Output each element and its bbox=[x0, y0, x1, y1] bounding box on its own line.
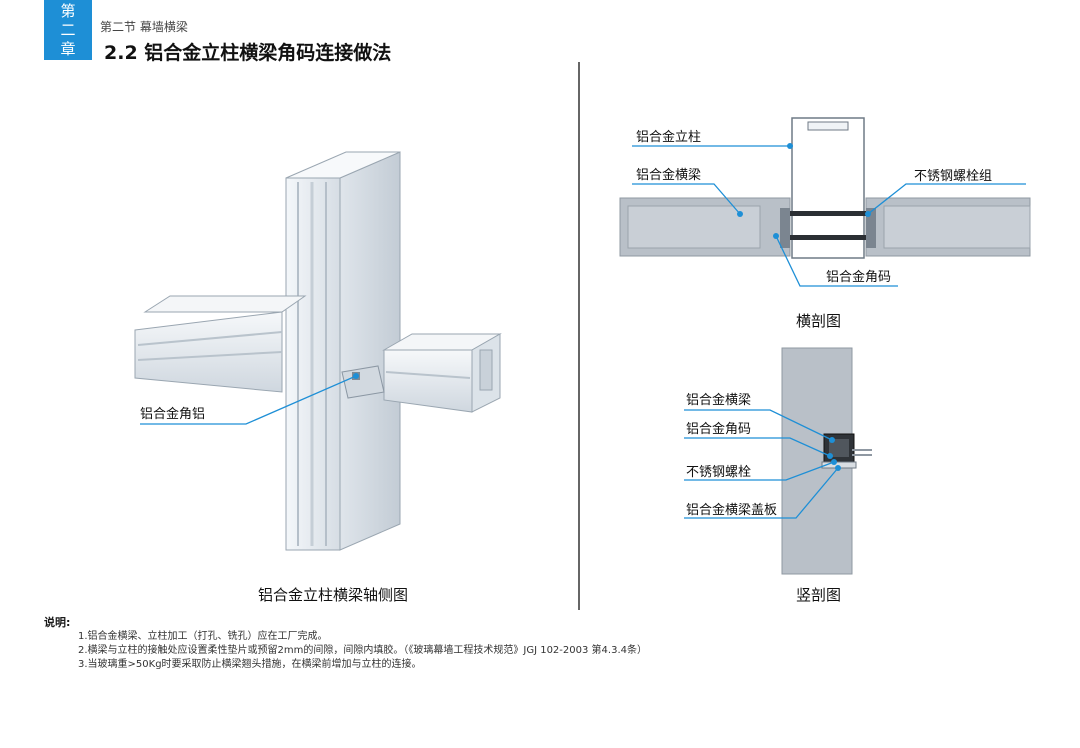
chapter-tab: 第 二 章 bbox=[44, 0, 92, 60]
leader-dot bbox=[773, 233, 779, 239]
note-item: 2.横梁与立柱的接触处应设置柔性垫片或预留2mm的间隙，间隙内填胶。（《玻璃幕墙… bbox=[78, 645, 647, 656]
right-transom-rib bbox=[385, 371, 471, 379]
chapter-tab-line3: 章 bbox=[60, 39, 76, 58]
leader-vs-transom bbox=[684, 409, 833, 441]
leader-vs-angle bbox=[684, 437, 831, 457]
callout-vs-transom: 铝合金横梁 bbox=[686, 393, 752, 408]
callout-vs-bolt: 不锈钢螺栓 bbox=[686, 465, 752, 480]
leader-vs-cover bbox=[684, 467, 839, 519]
vertical-divider bbox=[578, 62, 580, 610]
chapter-tab-line2: 二 bbox=[60, 20, 76, 39]
plan-transom-right-inner bbox=[883, 205, 1031, 249]
caption-isometric: 铝合金立柱横梁轴侧图 bbox=[258, 586, 409, 604]
chapter-tab-line1: 第 bbox=[60, 1, 76, 20]
leader-vs-bolt bbox=[684, 461, 835, 481]
right-transom-end-hole bbox=[479, 349, 493, 391]
callout-vs-angle: 铝合金角码 bbox=[686, 422, 752, 437]
callout-iso-corner-angle: 铝合金角铝 bbox=[140, 407, 206, 422]
plan-bolt bbox=[790, 211, 866, 216]
plan-angle-right bbox=[866, 208, 876, 248]
plan-angle-left bbox=[780, 208, 790, 248]
note-item: 1.铝合金横梁、立柱加工（打孔、铣孔）应在工厂完成。 bbox=[78, 631, 328, 642]
caption-vertical-section: 竖剖图 bbox=[796, 586, 842, 604]
callout-plan-bolts: 不锈钢螺栓组 bbox=[914, 169, 993, 184]
angle-bracket bbox=[341, 365, 385, 399]
plan-section-drawing bbox=[619, 117, 1031, 259]
leader-plan-transom bbox=[632, 183, 741, 215]
plan-bolt bbox=[790, 235, 866, 240]
leader-dot bbox=[835, 465, 841, 471]
leader-corner-angle bbox=[140, 375, 357, 425]
leader-dot bbox=[827, 453, 833, 459]
leader-dot bbox=[865, 211, 871, 217]
callout-vs-cover: 铝合金横梁盖板 bbox=[686, 503, 778, 518]
leader-dot bbox=[829, 437, 835, 443]
leader-dot bbox=[353, 373, 359, 379]
left-transom-top bbox=[143, 295, 307, 313]
notes-title: 说明: bbox=[44, 616, 71, 629]
plan-mullion bbox=[791, 117, 865, 259]
leader-plan-angle bbox=[775, 235, 898, 287]
leader-dot bbox=[787, 143, 793, 149]
callout-plan-mullion: 铝合金立柱 bbox=[636, 130, 702, 145]
caption-plan-section: 横剖图 bbox=[796, 312, 842, 330]
callout-plan-angle: 铝合金角码 bbox=[826, 270, 892, 285]
callout-plan-transom: 铝合金横梁 bbox=[636, 168, 702, 183]
plan-mullion-cap bbox=[807, 121, 849, 131]
note-item: 3.当玻璃重>50Kg时要采取防止横梁翘头措施，在横梁前增加与立柱的连接。 bbox=[78, 659, 422, 670]
left-transom-front bbox=[134, 311, 283, 393]
mullion-top-face bbox=[285, 151, 401, 179]
left-transom-rib bbox=[137, 331, 283, 346]
isometric-drawing bbox=[134, 151, 502, 551]
leader-dot bbox=[831, 459, 837, 465]
section-subtitle: 第二节 幕墙横梁 bbox=[100, 20, 188, 34]
leader-dot bbox=[737, 211, 743, 217]
vertical-section-drawing bbox=[781, 347, 872, 575]
left-transom-rib bbox=[137, 351, 283, 361]
leader-plan-bolts bbox=[867, 183, 1026, 215]
page-title: 2.2 铝合金立柱横梁角码连接做法 bbox=[104, 42, 392, 64]
vsection-transom-inner bbox=[829, 439, 849, 457]
